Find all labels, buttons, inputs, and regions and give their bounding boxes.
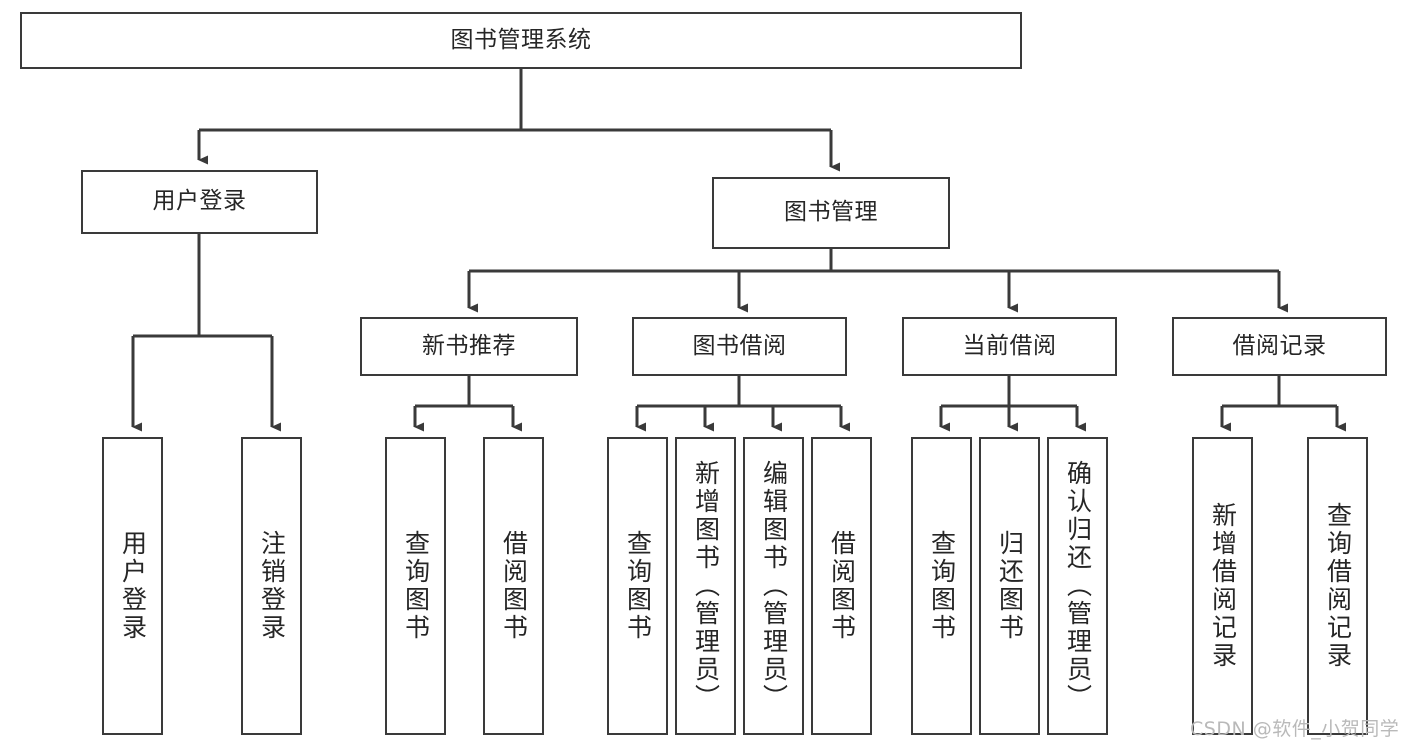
node-book-management-label: 图书管理 <box>784 199 878 226</box>
node-current-borrow-label: 当前借阅 <box>962 332 1057 359</box>
node-leaf-query-book-3-label: 查询图书 <box>927 530 957 642</box>
node-leaf-borrow-book-2-label: 借阅图书 <box>827 530 857 642</box>
node-new-book-recommend[interactable]: 新书推荐 <box>360 317 578 376</box>
node-borrow-record[interactable]: 借阅记录 <box>1172 317 1387 376</box>
node-leaf-add-book-label: 新增图书（管理员） <box>691 460 721 712</box>
node-leaf-query-book-3[interactable]: 查询图书 <box>911 437 972 735</box>
csdn-watermark: CSDN @软件_小贺同学 <box>1190 718 1400 740</box>
node-leaf-user-login-label: 用户登录 <box>118 530 148 642</box>
node-leaf-query-book-1-label: 查询图书 <box>401 530 431 642</box>
node-book-borrow-label: 图书借阅 <box>692 332 787 359</box>
node-leaf-add-borrow-record-label: 新增借阅记录 <box>1208 502 1238 670</box>
node-leaf-return-book[interactable]: 归还图书 <box>979 437 1040 735</box>
node-leaf-logout-login[interactable]: 注销登录 <box>241 437 302 735</box>
node-leaf-logout-login-label: 注销登录 <box>257 530 287 642</box>
node-user-login[interactable]: 用户登录 <box>81 170 318 234</box>
node-leaf-return-book-label: 归还图书 <box>995 530 1025 642</box>
node-root-label: 图书管理系统 <box>450 26 592 53</box>
node-root-library-system[interactable]: 图书管理系统 <box>20 12 1022 69</box>
node-leaf-query-book-2[interactable]: 查询图书 <box>607 437 668 735</box>
node-current-borrow[interactable]: 当前借阅 <box>902 317 1117 376</box>
node-leaf-borrow-book-1-label: 借阅图书 <box>499 530 529 642</box>
node-book-borrow[interactable]: 图书借阅 <box>632 317 847 376</box>
node-new-book-recommend-label: 新书推荐 <box>422 332 516 359</box>
node-leaf-add-borrow-record[interactable]: 新增借阅记录 <box>1192 437 1253 735</box>
node-leaf-borrow-book-1[interactable]: 借阅图书 <box>483 437 544 735</box>
node-leaf-query-borrow-record-label: 查询借阅记录 <box>1323 502 1353 670</box>
node-leaf-query-book-2-label: 查询图书 <box>623 530 653 642</box>
node-leaf-query-borrow-record[interactable]: 查询借阅记录 <box>1307 437 1368 735</box>
node-leaf-confirm-return-label: 确认归还（管理员） <box>1063 460 1093 712</box>
node-borrow-record-label: 借阅记录 <box>1232 332 1327 359</box>
node-leaf-edit-book[interactable]: 编辑图书（管理员） <box>743 437 804 735</box>
node-leaf-query-book-1[interactable]: 查询图书 <box>385 437 446 735</box>
node-book-management[interactable]: 图书管理 <box>712 177 950 249</box>
node-leaf-confirm-return[interactable]: 确认归还（管理员） <box>1047 437 1108 735</box>
node-leaf-edit-book-label: 编辑图书（管理员） <box>759 460 789 712</box>
node-leaf-user-login[interactable]: 用户登录 <box>102 437 163 735</box>
node-user-login-label: 用户登录 <box>152 188 247 215</box>
node-leaf-add-book[interactable]: 新增图书（管理员） <box>675 437 736 735</box>
node-leaf-borrow-book-2[interactable]: 借阅图书 <box>811 437 872 735</box>
